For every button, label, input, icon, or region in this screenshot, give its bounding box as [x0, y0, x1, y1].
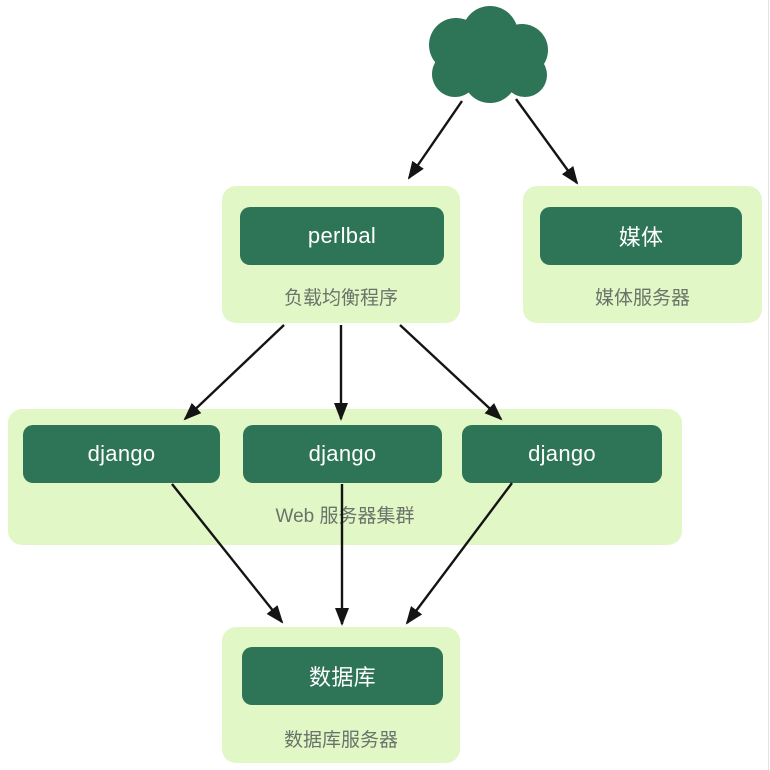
arrow-cloud-to-media	[515, 98, 579, 185]
page-right-edge	[768, 0, 769, 770]
media-node: 媒体	[540, 207, 742, 265]
web-cluster-caption: Web 服务器集群	[275, 506, 415, 527]
database-caption: 数据库服务器	[283, 730, 398, 751]
django-node-3: django	[462, 425, 662, 483]
database-group: 数据库 数据库服务器	[222, 627, 460, 763]
django-node-1: django	[23, 425, 220, 483]
web-cluster-group: django django django Web 服务器集群	[8, 409, 682, 545]
perlbal-node: perlbal	[240, 207, 444, 265]
media-server-caption: 媒体服务器	[594, 288, 690, 309]
django-node-2: django	[243, 425, 442, 483]
media-server-group: 媒体 媒体服务器	[523, 186, 762, 323]
arrow-loadbalancer-to-web1	[183, 324, 285, 421]
arrow-cloud-to-loadbalancer	[407, 100, 463, 180]
database-node: 数据库	[242, 647, 443, 705]
arrow-loadbalancer-to-web3	[399, 324, 503, 421]
loadbalancer-group: perlbal 负载均衡程序	[222, 186, 460, 323]
loadbalancer-caption: 负载均衡程序	[283, 288, 398, 309]
internet-cloud-icon	[429, 6, 548, 103]
